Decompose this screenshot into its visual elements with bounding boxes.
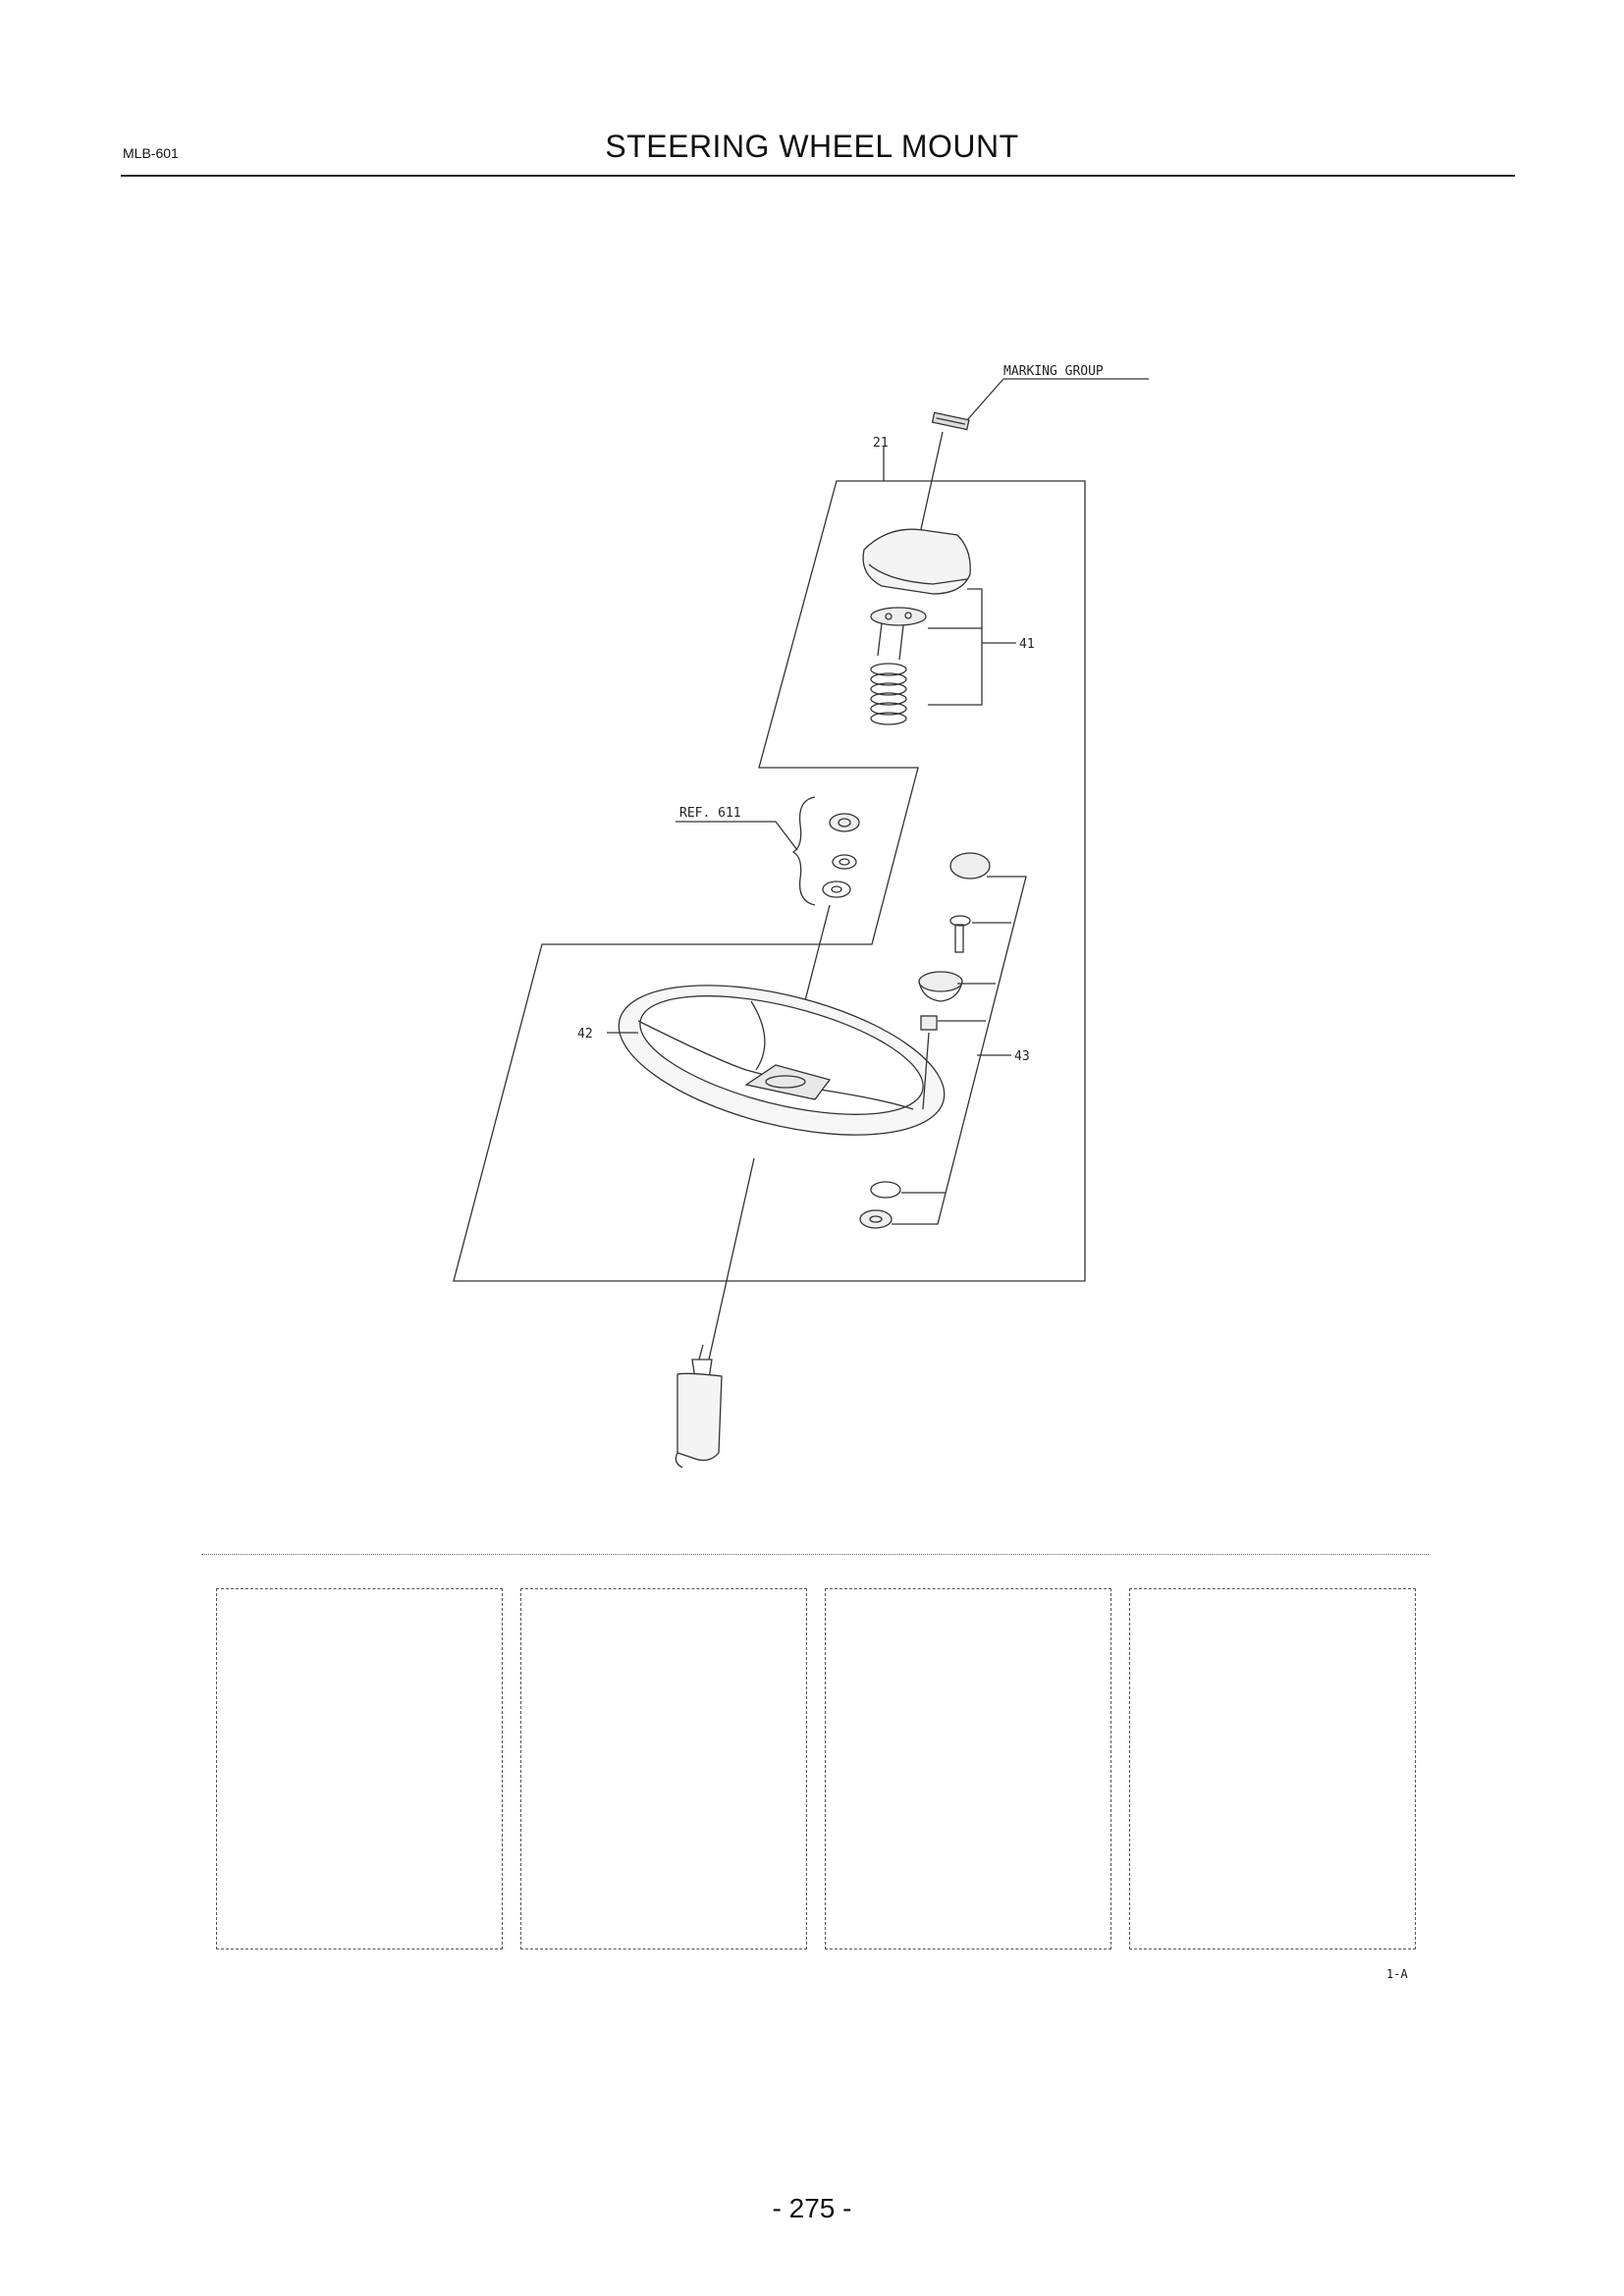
notes-panel-4 xyxy=(1129,1588,1416,1949)
steering-wheel xyxy=(618,985,946,1136)
steering-column xyxy=(675,1344,723,1468)
screw xyxy=(949,915,971,953)
cap-button xyxy=(949,852,991,880)
callout-41: 41 xyxy=(1019,637,1035,652)
bushing xyxy=(920,1015,938,1031)
contact-plate xyxy=(870,607,927,661)
lock-washer xyxy=(832,854,857,870)
header-rule xyxy=(121,175,1515,177)
lower-nut xyxy=(859,1209,893,1229)
ref-nut xyxy=(829,813,860,832)
marking-decal xyxy=(931,411,970,431)
lower-washer xyxy=(870,1181,901,1199)
notes-panel-3 xyxy=(825,1588,1111,1949)
callout-ref-611: REF. 611 xyxy=(679,806,741,821)
page-number: - 275 - xyxy=(772,2193,852,2223)
notes-panel-1 xyxy=(216,1588,503,1949)
group-boundary-outline xyxy=(453,480,1086,1282)
horn-spring xyxy=(870,663,907,725)
page-title: STEERING WHEEL MOUNT xyxy=(605,129,1019,164)
separator-rule xyxy=(201,1554,1429,1555)
notes-panel-2 xyxy=(520,1588,807,1949)
callout-42: 42 xyxy=(577,1027,593,1041)
page-code: MLB-601 xyxy=(123,145,179,161)
horn-cap xyxy=(862,528,971,595)
callout-marking-group: MARKING GROUP xyxy=(1003,364,1104,379)
exploded-parts-diagram: MARKING GROUP 21 41 REF. 611 42 43 xyxy=(453,364,1149,1468)
callout-43: 43 xyxy=(1014,1049,1030,1064)
panel-footnote: 1-A xyxy=(1386,1967,1408,1981)
flat-washer xyxy=(822,881,851,898)
boss-hub xyxy=(918,971,963,1002)
callout-21: 21 xyxy=(873,436,889,451)
